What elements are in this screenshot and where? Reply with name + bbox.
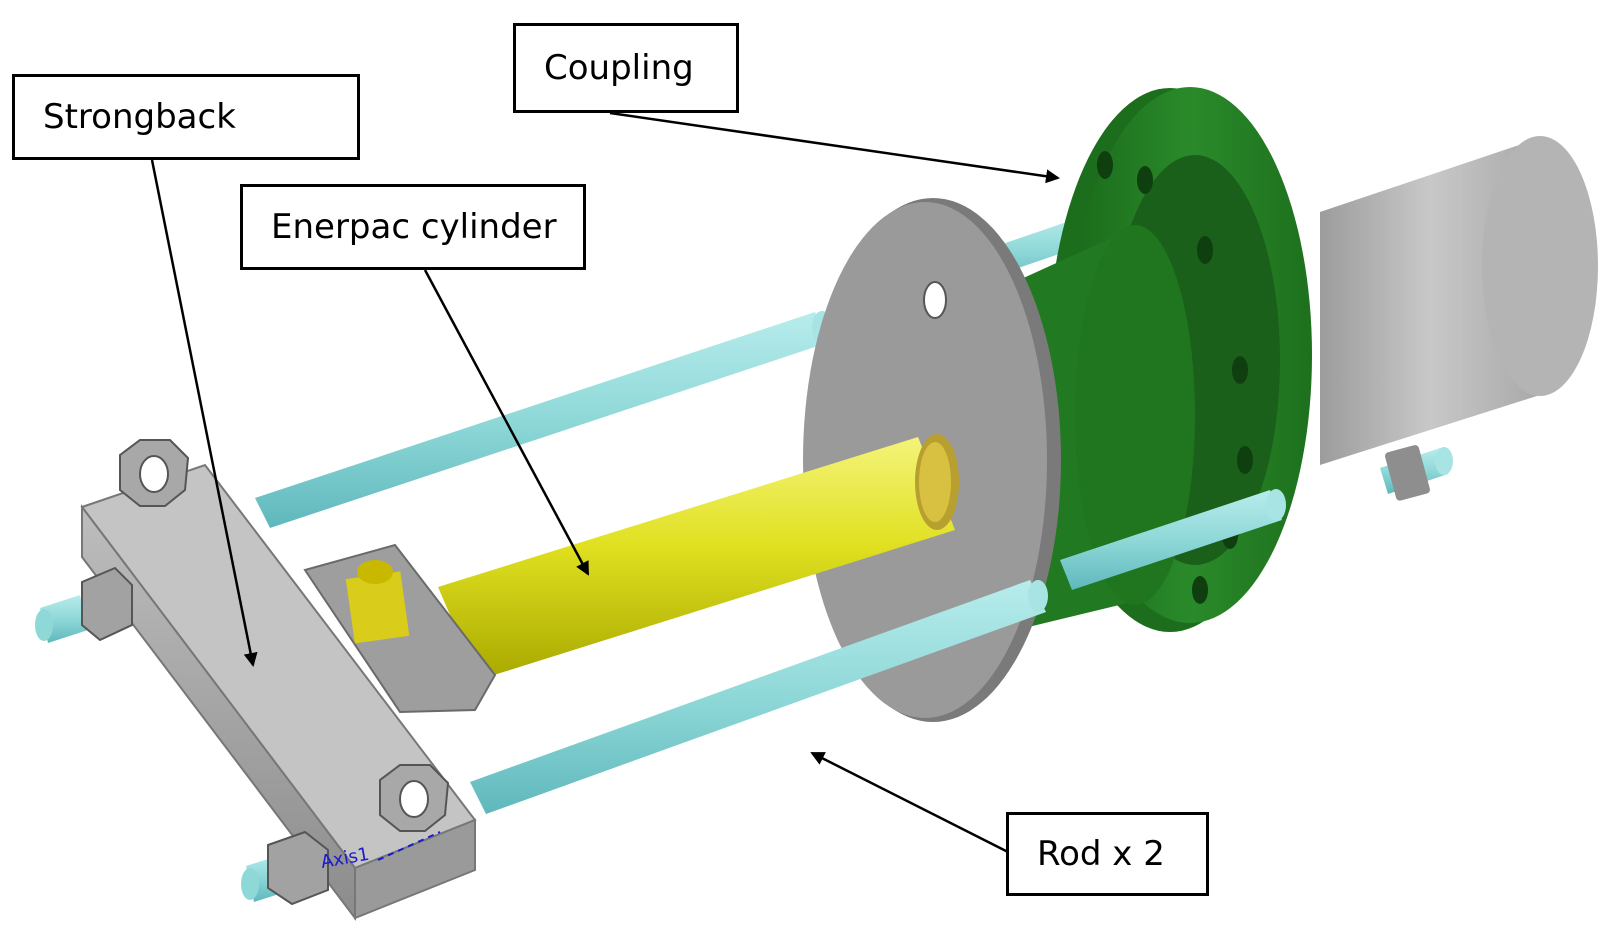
rod-end-upper — [35, 566, 133, 643]
label-rod: Rod x 2 — [1006, 812, 1209, 896]
arrow-strongback — [150, 159, 258, 667]
arrow-coupling — [609, 111, 1060, 184]
label-enerpac-text: Enerpac cylinder — [271, 207, 557, 247]
enerpac-cylinder — [438, 434, 959, 680]
shaft — [1320, 136, 1598, 465]
lifting-eye-upper — [119, 439, 190, 507]
lifting-eye-lower — [379, 764, 450, 832]
rod-end-lower — [241, 830, 329, 906]
rod-lower — [470, 445, 1453, 814]
leader-arrows — [150, 111, 1060, 854]
label-rod-text: Rod x 2 — [1037, 834, 1165, 874]
label-coupling: Coupling — [513, 23, 739, 113]
strongback — [80, 463, 477, 921]
label-strongback-text: Strongback — [43, 97, 236, 137]
label-coupling-text: Coupling — [544, 48, 694, 88]
label-enerpac-cylinder: Enerpac cylinder — [240, 184, 586, 270]
arrow-enerpac — [423, 269, 590, 576]
label-strongback: Strongback — [12, 74, 360, 160]
arrow-rod — [810, 751, 1009, 854]
cylinder-base-plate — [303, 543, 497, 714]
